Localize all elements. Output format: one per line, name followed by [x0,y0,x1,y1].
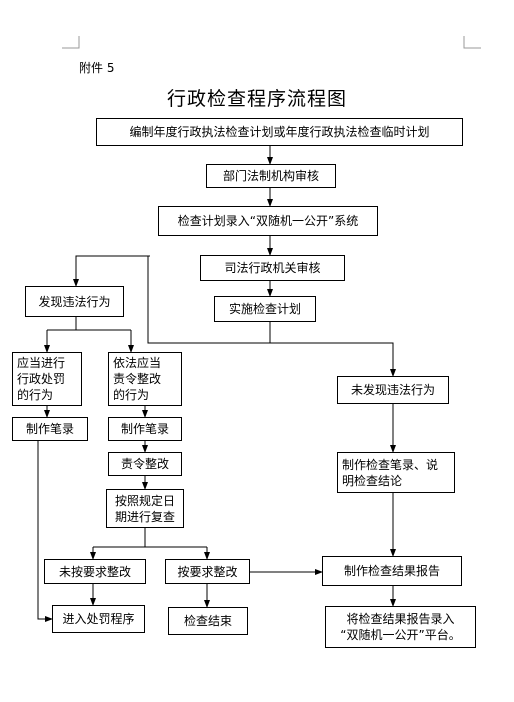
page-title: 行政检查程序流程图 [166,88,347,110]
step-plan-compile: 编制年度行政执法检查计划或年度行政执法检查临时计划 [96,118,463,146]
step-dept-review: 部门法制机构审核 [206,164,336,188]
step-record-left: 制作笔录 [12,417,88,441]
step-system-entry: 检查计划录入“双随机一公开”系统 [158,206,378,236]
step-corrected: 按要求整改 [165,559,250,584]
step-report-entry: 将检查结果报告录入 “双随机一公开”平台。 [325,606,476,648]
step-judicial-review: 司法行政机关审核 [200,255,345,281]
step-penalty-case: 应当进行 行政处罚 的行为 [12,352,82,406]
step-record-middle: 制作笔录 [108,417,182,441]
step-not-corrected: 未按要求整改 [44,559,146,584]
step-correction-case: 依法应当 责令整改 的行为 [108,352,182,406]
step-check-record: 制作检查笔录、说 明检查结论 [337,452,455,493]
step-violation-found: 发现违法行为 [25,286,124,317]
step-implement-plan: 实施检查计划 [214,296,316,322]
step-recheck: 按照规定日 期进行复查 [106,489,184,528]
attachment-label: 附件 5 [79,61,115,75]
crop-marks [62,36,481,49]
step-check-end: 检查结束 [168,607,248,635]
step-result-report: 制作检查结果报告 [322,556,462,586]
step-no-violation-found: 未发现违法行为 [337,376,449,404]
step-penalty-procedure: 进入处罚程序 [52,605,145,633]
step-order-correction: 责令整改 [108,452,182,476]
